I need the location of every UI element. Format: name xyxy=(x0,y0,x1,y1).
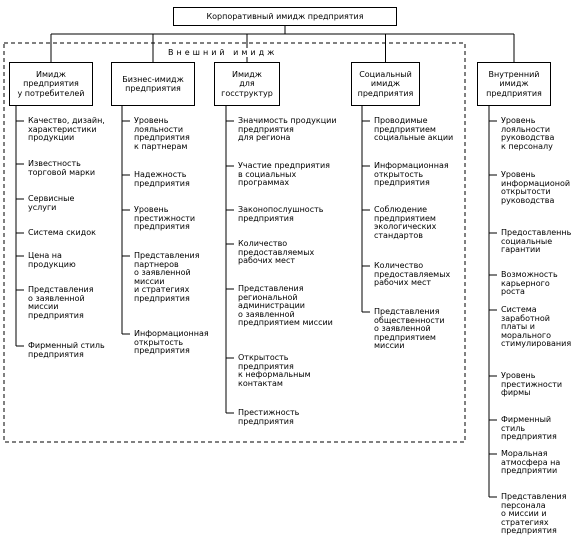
external-image-boundary xyxy=(3,42,466,443)
item-label-3-4: Количество предоставляемых рабочих мест xyxy=(238,239,315,266)
item-label-2-3: Уровень престижности предприятия xyxy=(134,205,196,232)
item-label-5-7: Фирменный стиль предприятия xyxy=(501,415,557,442)
column-heading-5: Внутренний имидж предприятия xyxy=(477,62,551,106)
item-label-5-3: Предоставленные социальные гарантии xyxy=(501,228,571,255)
item-label-5-1: Уровень лояльности руководства к персона… xyxy=(501,116,555,151)
item-label-1-6: Представления о заявленной миссии предпр… xyxy=(28,285,94,320)
item-label-5-9: Представления персонала о миссии и страт… xyxy=(501,492,567,536)
item-label-1-2: Известность торговой марки xyxy=(28,159,96,177)
item-label-4-5: Представления общественности о заявленно… xyxy=(374,307,445,351)
item-label-5-5: Система заработной платы и морального ст… xyxy=(501,305,571,349)
item-label-5-6: Уровень престижности фирмы xyxy=(501,371,563,398)
item-label-1-5: Цена на продукцию xyxy=(28,251,76,269)
column-heading-3: Имидж для госструктур xyxy=(214,62,280,106)
item-label-3-6: Открытость предприятия к неформальным ко… xyxy=(238,353,311,388)
item-label-2-4: Представления партнеров о заявленной мис… xyxy=(134,251,200,303)
item-label-1-3: Сервисные услуги xyxy=(28,194,75,212)
column-heading-1: Имидж предприятия у потребителей xyxy=(9,62,93,106)
item-label-2-5: Информационная открытость предприятия xyxy=(134,329,209,356)
item-label-3-1: Значимость продукции предприятия для рег… xyxy=(238,116,337,143)
item-label-5-4: Возможность карьерного роста xyxy=(501,270,558,297)
item-label-3-7: Престижность предприятия xyxy=(238,408,300,426)
title-box: Корпоративный имидж предприятия xyxy=(173,7,397,26)
item-label-4-4: Количество предоставляемых рабочих мест xyxy=(374,261,451,288)
column-heading-4: Социальный имидж предприятия xyxy=(351,62,420,106)
item-label-2-1: Уровень лояльности предприятия к партнер… xyxy=(134,116,190,151)
item-label-4-1: Проводимые предприятием социальные акции xyxy=(374,116,454,143)
external-image-label: Внешний имидж xyxy=(166,48,280,57)
item-label-5-8: Моральная атмосфера на предприятии xyxy=(501,449,561,476)
item-label-5-2: Уровень информационой открытости руковод… xyxy=(501,170,571,205)
item-label-1-7: Фирменный стиль предприятия xyxy=(28,341,105,359)
item-label-4-3: Соблюдение предприятием экологических ст… xyxy=(374,205,437,240)
item-label-1-4: Система скидок xyxy=(28,228,96,237)
item-label-2-2: Надежность предприятия xyxy=(134,170,190,188)
item-label-1-1: Качество, дизайн, характеристики продукц… xyxy=(28,116,105,143)
column-heading-2: Бизнес-имидж предприятия xyxy=(111,62,195,106)
title-text: Корпоративный имидж предприятия xyxy=(206,11,364,21)
item-label-3-2: Участие предприятия в социальных програм… xyxy=(238,161,330,188)
item-label-4-2: Информационная открытость предприятия xyxy=(374,161,449,188)
item-label-3-3: Законопослушность предприятия xyxy=(238,205,324,223)
item-label-3-5: Представления региональной администрации… xyxy=(238,284,333,328)
